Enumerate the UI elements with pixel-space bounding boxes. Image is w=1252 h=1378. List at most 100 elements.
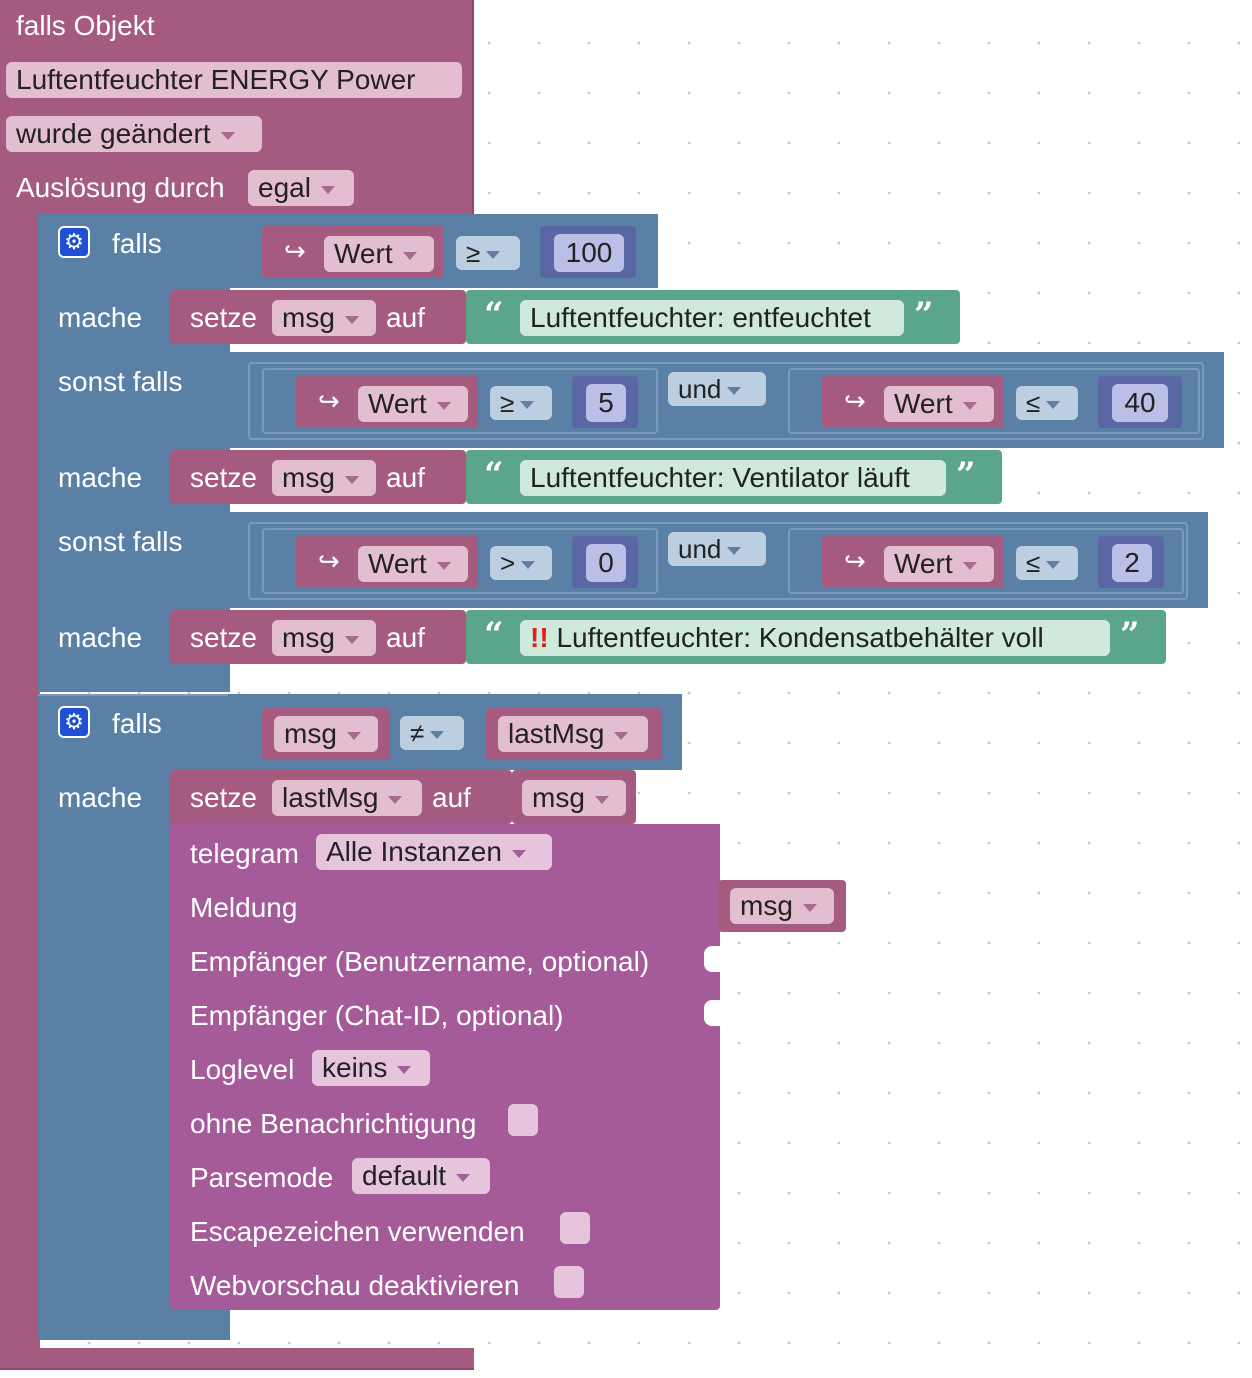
if1-set2-auf: auf — [386, 462, 425, 493]
dropdown-arrow-icon — [511, 849, 526, 858]
dropdown-arrow-icon — [430, 731, 445, 740]
trigger-value: egal — [258, 172, 311, 203]
if1-cond2-b-op-dropdown[interactable]: ≤ — [1016, 386, 1078, 420]
dropdown-arrow-icon — [436, 401, 451, 410]
if1-cond2-b-op-value: ≤ — [1026, 388, 1041, 418]
telegram-webvorschau-checkbox[interactable] — [554, 1266, 584, 1298]
if1-cond3-a-var-value: Wert — [368, 548, 427, 579]
if1-cond3-b-var-dropdown[interactable]: Wert — [884, 546, 994, 582]
change-mode-dropdown[interactable]: wurde geändert — [6, 116, 262, 152]
if1-set3-auf: auf — [386, 622, 425, 653]
dropdown-arrow-icon — [962, 401, 977, 410]
if1-cond2-a-num-field[interactable]: 5 — [586, 384, 626, 422]
if1-cond3-b-var-value: Wert — [894, 548, 953, 579]
dropdown-arrow-icon — [320, 185, 335, 194]
if1-cond2-und-dropdown[interactable]: und — [668, 372, 766, 406]
if2-set-var-dropdown[interactable]: lastMsg — [272, 780, 422, 816]
if1-set2-text-field[interactable]: Luftentfeuchter: Ventilator läuft — [520, 460, 946, 496]
if1-set3-var-dropdown[interactable]: msg — [272, 620, 376, 656]
if1-mache2-label: mache — [58, 462, 143, 493]
dropdown-arrow-icon — [727, 547, 742, 556]
dropdown-arrow-icon — [220, 131, 235, 140]
if1-cond2-a-op-dropdown[interactable]: ≥ — [490, 386, 552, 420]
if2-cond-right-dropdown[interactable]: lastMsg — [498, 716, 648, 752]
if2-cond-op-value: ≠ — [410, 718, 425, 748]
telegram-ohne-checkbox[interactable] — [508, 1104, 538, 1136]
if1-set3-var-value: msg — [282, 622, 335, 653]
telegram-empf-chat-label: Empfänger (Chat-ID, optional) — [190, 1000, 564, 1031]
if1-set2-setze: setze — [190, 462, 257, 493]
if1-set1-text-field[interactable]: Luftentfeuchter: entfeuchtet — [520, 300, 904, 336]
telegram-block[interactable] — [170, 824, 720, 1310]
if1-set1-var-dropdown[interactable]: msg — [272, 300, 376, 336]
event-block[interactable] — [0, 0, 474, 214]
if1-set1-auf: auf — [386, 302, 425, 333]
telegram-webvorschau-label: Webvorschau deaktivieren — [190, 1270, 520, 1301]
telegram-escape-label: Escapezeichen verwenden — [190, 1216, 525, 1247]
if1-cond1-op-dropdown[interactable]: ≥ — [456, 236, 520, 270]
variable-arrow-icon: ↪ — [844, 546, 866, 576]
dropdown-arrow-icon — [521, 561, 536, 570]
dropdown-arrow-icon — [486, 251, 501, 260]
telegram-loglevel-dropdown[interactable]: keins — [312, 1050, 430, 1086]
variable-arrow-icon: ↪ — [844, 386, 866, 416]
telegram-empf-user-socket[interactable] — [704, 946, 720, 972]
trigger-label: Auslösung durch — [16, 172, 225, 203]
if2-cond-op-dropdown[interactable]: ≠ — [400, 716, 464, 750]
if1-mache3-label: mache — [58, 622, 143, 653]
if1-sonst-falls2-label: sonst falls — [58, 526, 183, 557]
telegram-loglevel-label: Loglevel — [190, 1054, 295, 1085]
telegram-meldung-dropdown[interactable]: msg — [730, 888, 834, 924]
dropdown-arrow-icon — [402, 251, 417, 260]
if1-cond2-b-num-field[interactable]: 40 — [1112, 384, 1168, 422]
telegram-parsemode-value: default — [362, 1160, 447, 1191]
if1-cond3-a-op-dropdown[interactable]: > — [490, 546, 552, 580]
if2-cond-left-dropdown[interactable]: msg — [274, 716, 378, 752]
if1-cond2-b-var-value: Wert — [894, 388, 953, 419]
gear-icon[interactable]: ⚙ — [58, 706, 90, 738]
event-block-left-rail — [0, 214, 40, 1348]
if2-set-value-dropdown[interactable]: msg — [522, 780, 626, 816]
if2-falls-label: falls — [112, 708, 162, 739]
if1-cond1-num-field[interactable]: 100 — [554, 234, 624, 272]
dropdown-arrow-icon — [344, 635, 359, 644]
gear-icon[interactable]: ⚙ — [58, 226, 90, 258]
if1-cond2-und-value: und — [678, 374, 722, 404]
telegram-instance-value: Alle Instanzen — [326, 836, 502, 867]
dropdown-arrow-icon — [344, 315, 359, 324]
if1-cond3-und-dropdown[interactable]: und — [668, 532, 766, 566]
event-header: falls Objekt — [16, 10, 155, 41]
telegram-parsemode-label: Parsemode — [190, 1162, 334, 1193]
if1-set3-text-field[interactable]: !! Luftentfeuchter: Kondensatbehälter vo… — [520, 620, 1110, 656]
telegram-instance-dropdown[interactable]: Alle Instanzen — [316, 834, 552, 870]
if1-cond3-a-num-field[interactable]: 0 — [586, 544, 626, 582]
if1-cond3-a-var-dropdown[interactable]: Wert — [358, 546, 468, 582]
dropdown-arrow-icon — [436, 561, 451, 570]
if1-cond1-var-value: Wert — [334, 238, 393, 269]
if2-cond-left-value: msg — [284, 718, 337, 749]
object-id-label: Luftentfeuchter ENERGY Power — [16, 64, 416, 95]
if1-mache1-label: mache — [58, 302, 143, 333]
telegram-label: telegram — [190, 838, 299, 869]
if1-cond2-b-var-dropdown[interactable]: Wert — [884, 386, 994, 422]
if1-cond3-b-num-field[interactable]: 2 — [1112, 544, 1152, 582]
telegram-parsemode-dropdown[interactable]: default — [352, 1158, 490, 1194]
telegram-empf-chat-socket[interactable] — [704, 1000, 720, 1026]
dropdown-arrow-icon — [727, 387, 742, 396]
quote-open-icon: “ — [484, 455, 504, 495]
quote-close-icon: ” — [1120, 615, 1140, 655]
dropdown-arrow-icon — [397, 1065, 412, 1074]
if1-cond1-var-dropdown[interactable]: Wert — [324, 236, 434, 272]
trigger-dropdown[interactable]: egal — [248, 170, 354, 206]
if1-cond3-b-op-dropdown[interactable]: ≤ — [1016, 546, 1078, 580]
telegram-escape-checkbox[interactable] — [560, 1212, 590, 1244]
if2-mache-label: mache — [58, 782, 143, 813]
dropdown-arrow-icon — [1046, 561, 1061, 570]
if1-set2-var-dropdown[interactable]: msg — [272, 460, 376, 496]
if1-cond3-und-value: und — [678, 534, 722, 564]
object-id-field[interactable]: Luftentfeuchter ENERGY Power — [6, 62, 462, 98]
if1-cond2-a-var-dropdown[interactable]: Wert — [358, 386, 468, 422]
telegram-meldung-value: msg — [740, 890, 793, 921]
if2-cond-right-value: lastMsg — [508, 718, 605, 749]
if2-set-var-value: lastMsg — [282, 782, 379, 813]
